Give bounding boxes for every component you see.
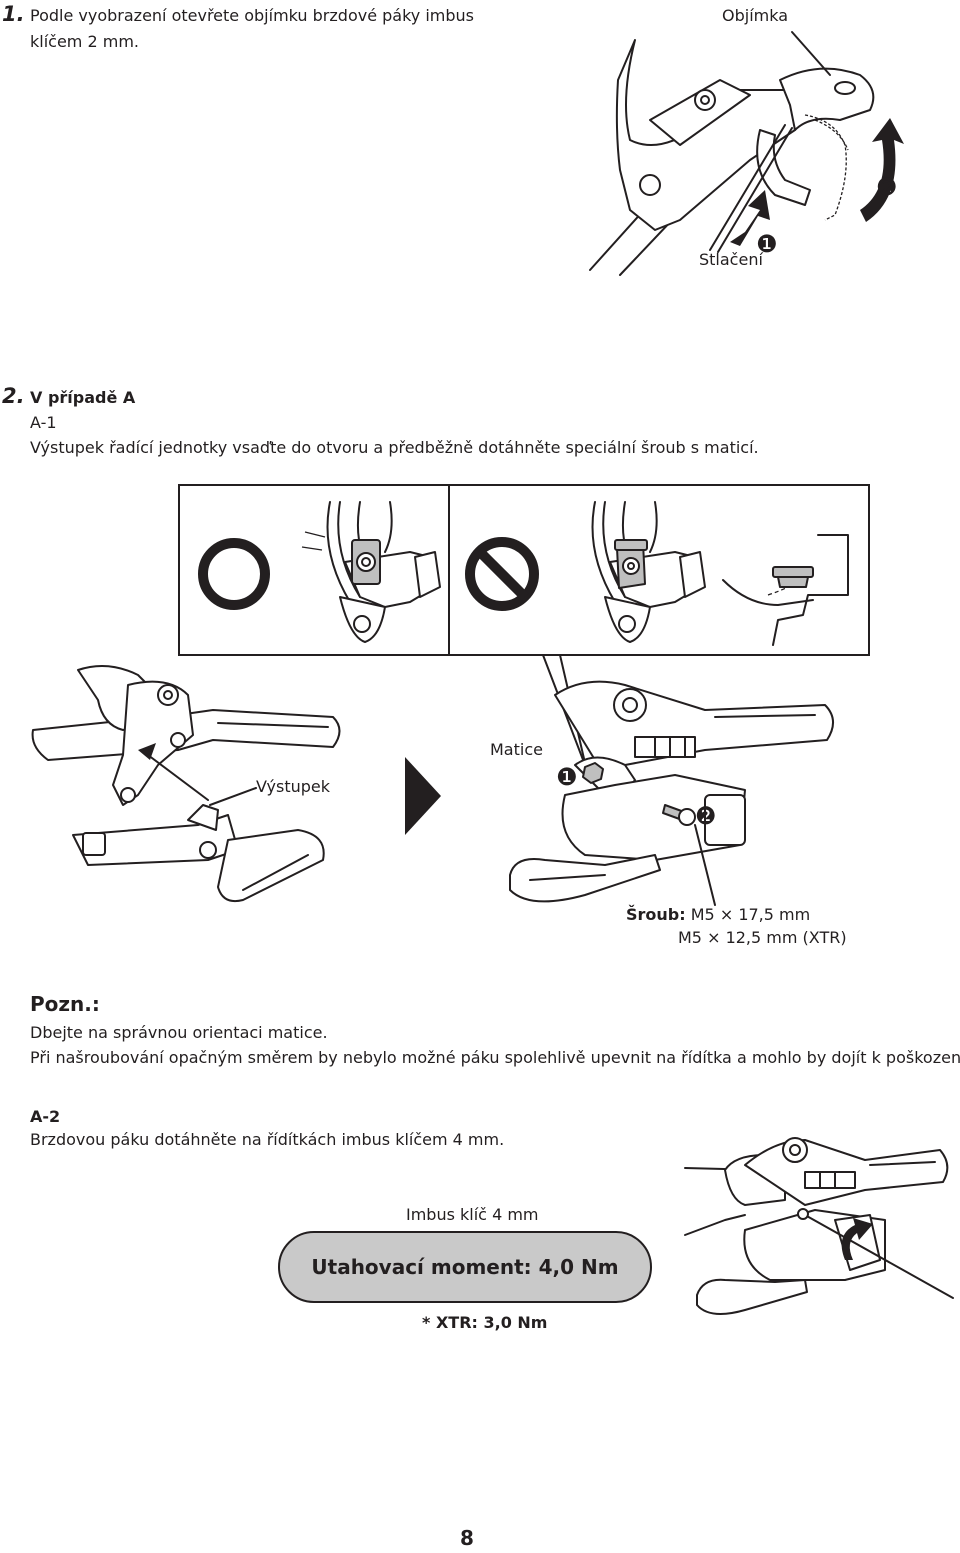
note-title: Pozn.: (30, 992, 100, 1016)
screw-label: Šroub: (626, 905, 686, 924)
note-line-2: Při našroubování opačným směrem by nebyl… (30, 1048, 960, 1067)
step-1-number: 1. (2, 2, 25, 26)
page-number: 8 (460, 1526, 474, 1550)
step-2-sub-a1: A-1 (30, 413, 57, 432)
marker-1: ❶ (756, 230, 778, 258)
torque-badge: Utahovací moment: 4,0 Nm (278, 1231, 652, 1303)
assembly-marker-1: ❶ (556, 763, 578, 791)
label-protrusion: Výstupek (256, 777, 330, 796)
step-1-text-line-2: klíčem 2 mm. (30, 32, 139, 51)
step-1-text-line-1: Podle vyobrazení otevřete objímku brzdov… (30, 6, 474, 25)
marker-2: ❷ (876, 173, 898, 201)
note-line-1: Dbejte na správnou orientaci matice. (30, 1023, 328, 1042)
screw-spec-line-1: Šroub: M5 × 17,5 mm (626, 905, 810, 924)
a2-instruction: Brzdovou páku dotáhněte na řídítkách imb… (30, 1130, 505, 1149)
step-2-instruction: Výstupek řadící jednotky vsaďte do otvor… (30, 438, 759, 457)
shifter-after-assembly-illustration (509, 654, 834, 906)
label-nut: Matice (490, 740, 543, 759)
label-hex-key: Imbus klíč 4 mm (406, 1205, 539, 1224)
correct-nut-mount-illustration (301, 501, 441, 643)
incorrect-side-view-illustration (722, 534, 849, 646)
incorrect-icon (465, 537, 539, 611)
screw-spec-1: M5 × 17,5 mm (690, 905, 811, 924)
screw-spec-2: M5 × 12,5 mm (XTR) (678, 928, 847, 947)
a2-heading: A-2 (30, 1107, 61, 1126)
incorrect-nut-mount-illustration (591, 501, 706, 643)
brake-lever-clamp-illustration (589, 31, 904, 276)
label-press: Stlačení (699, 250, 763, 269)
assembly-marker-2: ❷ (695, 802, 717, 830)
label-clamp: Objímka (722, 6, 789, 25)
torque-value: Utahovací moment: 4,0 Nm (311, 1255, 619, 1279)
torque-xtr-note: * XTR: 3,0 Nm (422, 1313, 548, 1332)
step-2-heading: V případě A (30, 388, 136, 407)
step-2-number: 2. (2, 384, 25, 408)
lever-tightening-illustration (684, 1137, 954, 1315)
shifter-before-assembly-illustration (31, 665, 341, 903)
next-step-arrow-icon (405, 757, 441, 835)
correct-icon (198, 538, 270, 610)
nut-orientation-box (178, 484, 870, 656)
